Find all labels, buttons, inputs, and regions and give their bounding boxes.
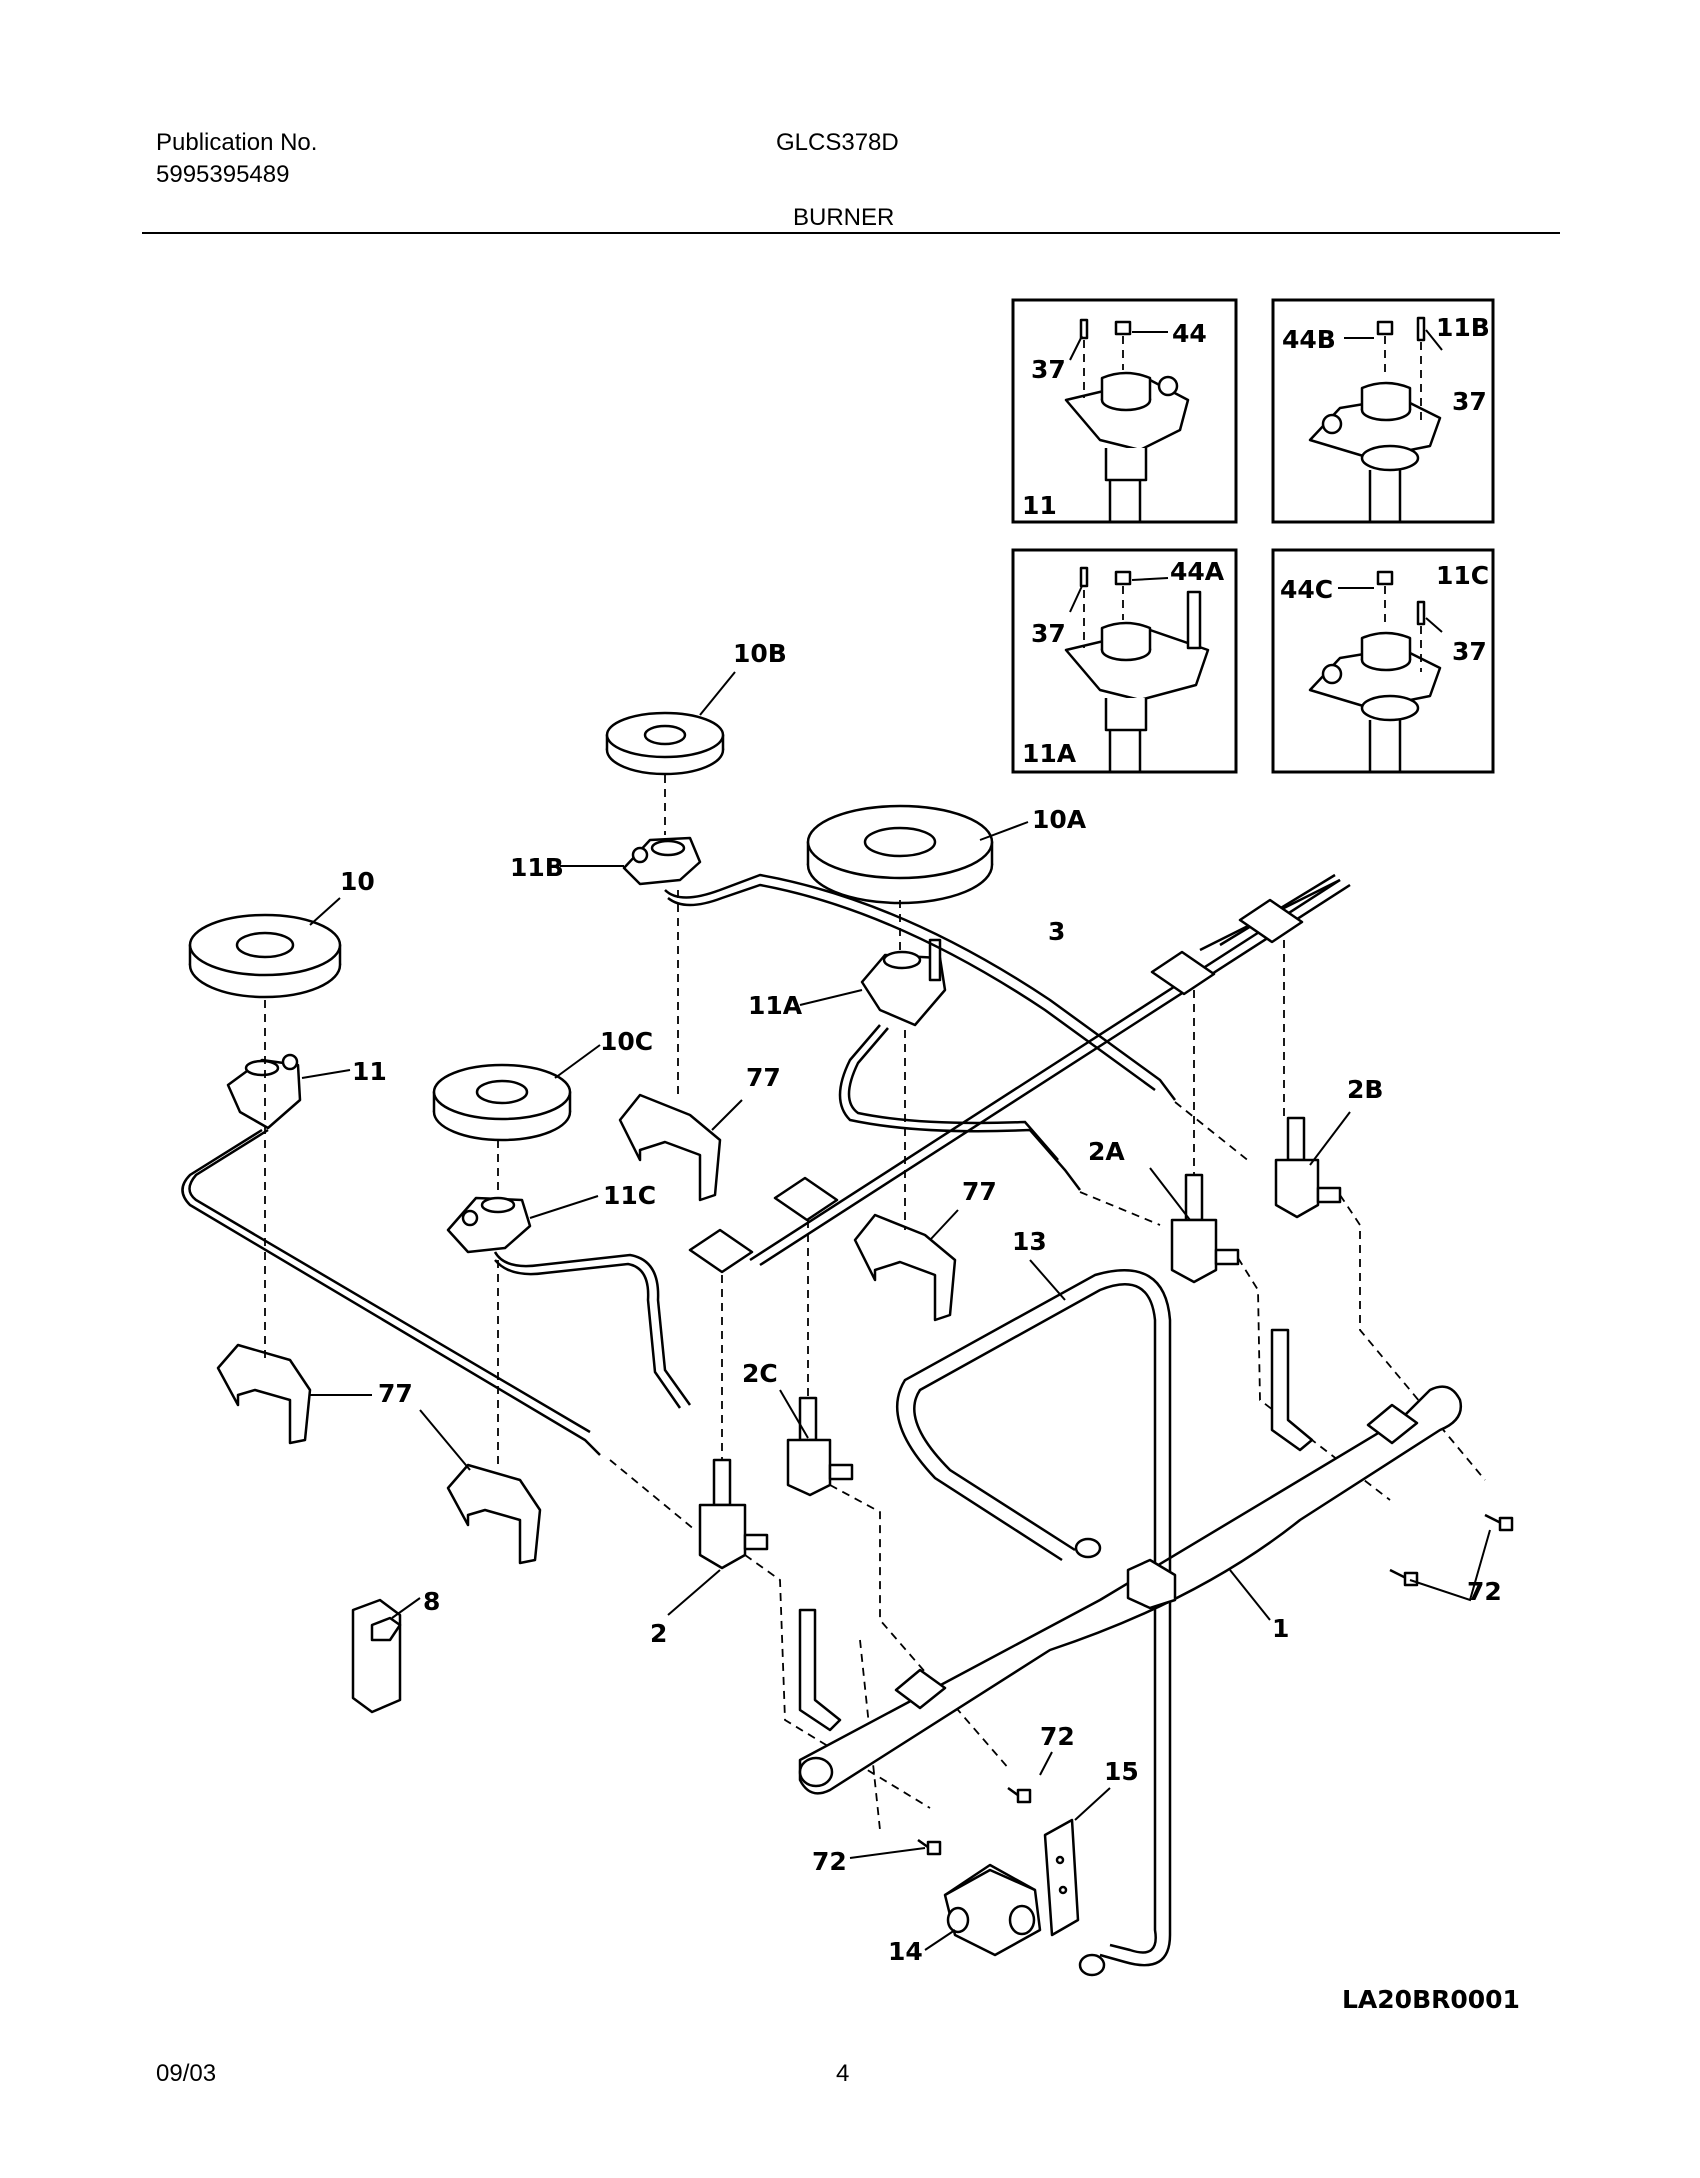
- inset2-label-37: 37: [1452, 387, 1487, 416]
- publication-label: Publication No.: [156, 129, 318, 156]
- header-divider: [142, 232, 1560, 234]
- inset-burner-11a: 37 44A 11A: [1011, 548, 1238, 774]
- label-11: 11: [352, 1057, 387, 1086]
- label-13: 13: [1012, 1227, 1047, 1256]
- label-77b: 77: [962, 1177, 997, 1206]
- gas-tubing: [181, 873, 1351, 1456]
- label-2b: 2B: [1347, 1075, 1383, 1104]
- valve-2b: [1274, 1111, 1351, 1219]
- label-14: 14: [888, 1937, 923, 1966]
- inset4-label-11c: 11C: [1436, 561, 1489, 590]
- regulator-14: [924, 1863, 1106, 1977]
- spark-module-8: [351, 1597, 421, 1714]
- burner-head-11a: [799, 938, 947, 1027]
- inset1-label-11: 11: [1022, 491, 1057, 520]
- model-number: GLCS378D: [776, 129, 899, 156]
- label-11c: 11C: [603, 1181, 656, 1210]
- bracket-15: [1043, 1787, 1111, 1937]
- burner-10b: [605, 671, 736, 776]
- valve-2a: [1149, 1167, 1240, 1284]
- inset2-label-11b: 11B: [1436, 313, 1490, 342]
- alignment-lines: [264, 775, 1486, 1831]
- label-1: 1: [1272, 1614, 1289, 1643]
- valve-2c: [779, 1389, 854, 1497]
- footer-date: 09/03: [156, 2060, 217, 2087]
- burner-10: [188, 897, 342, 999]
- diagram-code: LA20BR0001: [1342, 1985, 1520, 2014]
- inset1-label-44: 44: [1172, 319, 1207, 348]
- label-2c: 2C: [742, 1359, 778, 1388]
- inset4-label-44c: 44C: [1280, 575, 1333, 604]
- screws-72: [849, 1513, 1514, 1859]
- feed-tube-13: [896, 1259, 1177, 1967]
- burner-head-11b: [560, 836, 702, 886]
- inset2-label-44b: 44B: [1282, 325, 1336, 354]
- burner-10a: [806, 804, 1029, 905]
- label-72b: 72: [1040, 1722, 1075, 1751]
- footer-page-number: 4: [836, 2060, 850, 2087]
- label-2: 2: [650, 1619, 667, 1648]
- inset3-label-44a: 44A: [1170, 557, 1225, 586]
- manifold-1: [798, 1328, 1463, 1795]
- label-8: 8: [423, 1587, 440, 1616]
- label-15: 15: [1104, 1757, 1139, 1786]
- inset1-label-37: 37: [1031, 355, 1066, 384]
- valve-2: [667, 1458, 769, 1616]
- part-labels: 10 10B 10A 10C 11 11B 11A 11C 3 77 77 77…: [340, 639, 1520, 2014]
- tube-clips: [688, 898, 1304, 1274]
- label-11a: 11A: [748, 991, 803, 1020]
- inset3-label-37: 37: [1031, 619, 1066, 648]
- label-72c: 72: [812, 1847, 847, 1876]
- label-10a: 10A: [1032, 805, 1087, 834]
- label-2a: 2A: [1088, 1137, 1125, 1166]
- label-11b: 11B: [510, 853, 564, 882]
- inset-burner-11b: 44B 11B 37: [1271, 298, 1495, 524]
- burner-head-11c: [446, 1195, 599, 1254]
- burner-head-11: [226, 1053, 351, 1130]
- label-10: 10: [340, 867, 375, 896]
- inset-burner-11: 37 44 11: [1011, 298, 1238, 524]
- label-77c: 77: [378, 1379, 413, 1408]
- label-10b: 10B: [733, 639, 787, 668]
- publication-number: 5995395489: [156, 161, 290, 188]
- section-title: BURNER: [793, 204, 895, 231]
- label-3: 3: [1048, 917, 1065, 946]
- burner-10c: [432, 1044, 601, 1142]
- label-10c: 10C: [600, 1027, 653, 1056]
- inset-burner-11c: 44C 11C 37: [1271, 548, 1495, 774]
- label-72a: 72: [1467, 1577, 1502, 1606]
- inset3-label-11a: 11A: [1022, 739, 1077, 768]
- label-77a: 77: [746, 1063, 781, 1092]
- inset4-label-37: 37: [1452, 637, 1487, 666]
- bracket-77: [216, 1093, 959, 1565]
